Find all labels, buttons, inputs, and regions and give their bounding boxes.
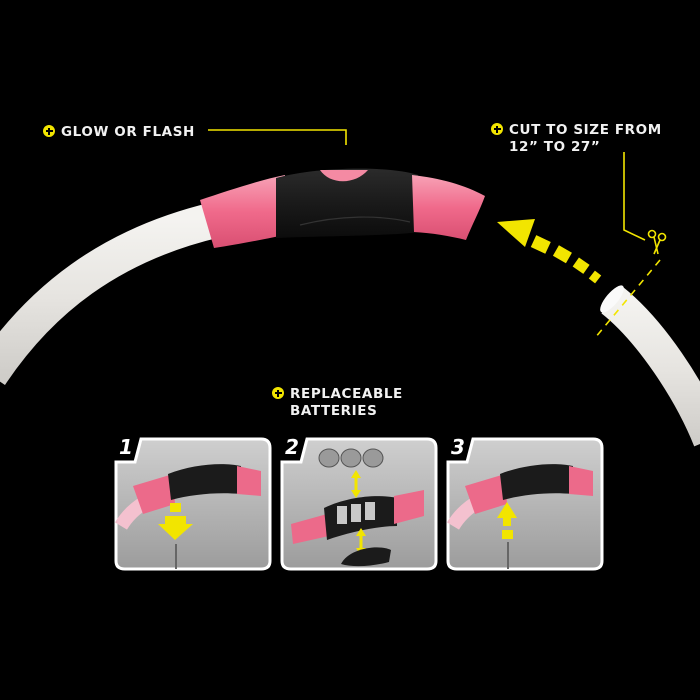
tube-right	[601, 286, 700, 447]
callout-cut-line1: CUT TO SIZE FROM	[509, 122, 662, 138]
black-housing	[276, 168, 420, 238]
step-2-panel: 2	[279, 436, 439, 571]
step-1-frame	[114, 437, 272, 571]
glow-leader-line	[208, 129, 347, 145]
callout-replaceable-batteries: REPLACEABLE BATTERIES	[272, 386, 403, 420]
plus-circle-icon	[491, 123, 503, 135]
step-1-number: 1	[119, 435, 133, 459]
step-2-number: 2	[285, 435, 299, 459]
tube-left	[0, 202, 220, 386]
callout-glow-text: GLOW OR FLASH	[61, 124, 195, 140]
pink-sleeve-right	[412, 175, 485, 240]
pink-button	[320, 170, 368, 182]
step-1-panel: 1	[113, 436, 273, 571]
callout-glow-or-flash: GLOW OR FLASH	[43, 124, 195, 141]
cut-leader-line	[623, 152, 646, 241]
callout-cut-to-size: CUT TO SIZE FROM 12” TO 27”	[491, 122, 662, 156]
scissors-icon	[647, 229, 667, 255]
callout-batteries-line1: REPLACEABLE	[290, 386, 403, 402]
cut-dashed-line	[594, 259, 661, 339]
dashed-arrow-icon	[497, 219, 602, 284]
coin-batteries	[318, 448, 384, 468]
callout-cut-line2: 12” TO 27”	[509, 139, 601, 155]
plus-circle-icon	[43, 125, 55, 137]
step-2-frame	[280, 437, 438, 571]
step-3-frame	[446, 437, 604, 571]
step-3-number: 3	[451, 435, 465, 459]
pink-sleeve-left	[200, 175, 285, 248]
callout-batteries-line2: BATTERIES	[290, 403, 378, 419]
housing-groove	[299, 216, 411, 226]
step-3-panel: 3	[445, 436, 605, 571]
tube-cut-end	[600, 285, 624, 313]
plus-circle-icon	[272, 387, 284, 399]
